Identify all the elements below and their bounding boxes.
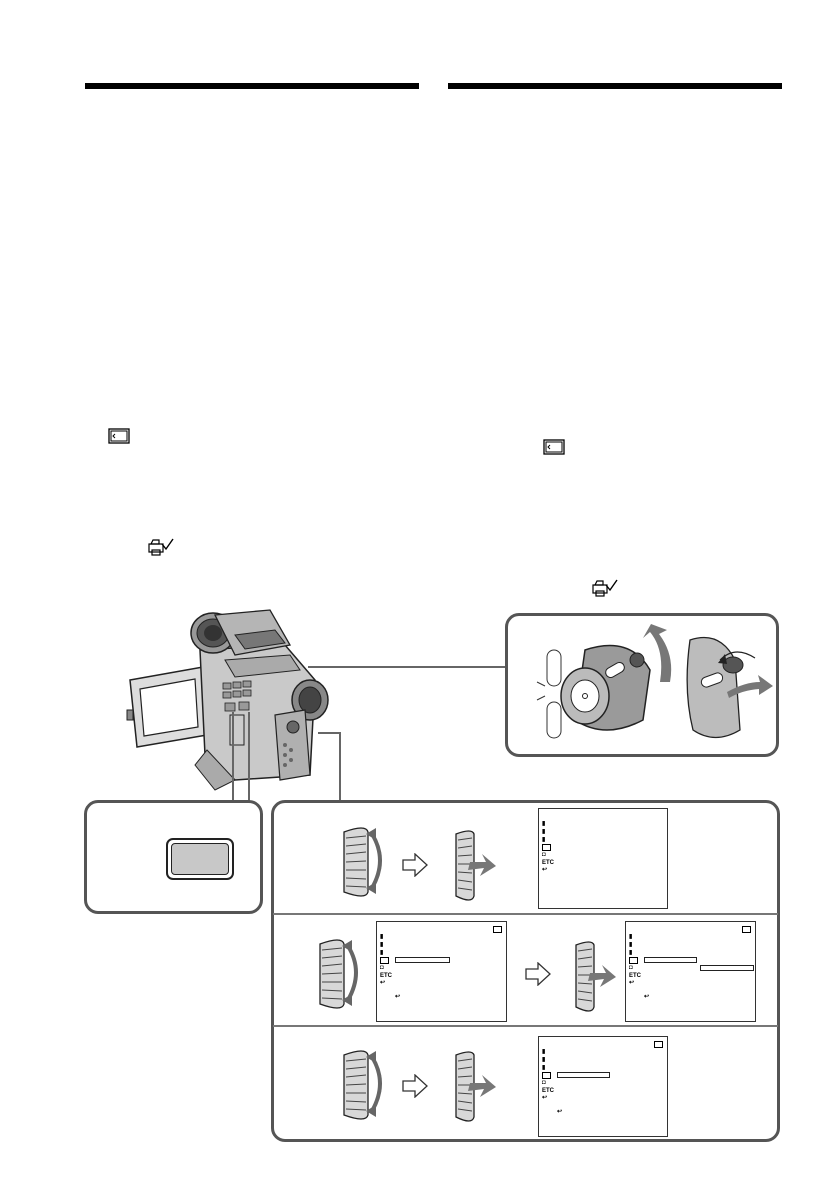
print-mark-icon [148, 538, 174, 556]
step-divider [273, 913, 778, 915]
menu-icon-camera: ▮ [542, 1049, 546, 1055]
menu-icon-tape: ◘ [542, 1080, 546, 1086]
step-divider [273, 1025, 778, 1027]
power-switch-illustration [536, 624, 773, 739]
menu-highlight [395, 957, 450, 963]
menu-icon-camera-set: ▮ [629, 942, 633, 948]
lcd-panel [126, 666, 208, 748]
memory-card-indicator-icon [493, 926, 502, 933]
menu-screen-3: ▮ ▮ ▮ ◘ ETC ↩ ↩ [625, 921, 756, 1022]
menu-screen-4: ▮ ▮ ▮ ◘ ETC ↩ ↩ [538, 1036, 668, 1137]
menu-icon-camera: ▮ [380, 934, 384, 940]
memory-card-indicator-icon [654, 1041, 663, 1048]
menu-icon-memory [380, 957, 389, 964]
control-dial-press [575, 941, 616, 1012]
menu-icon-etc: ETC [629, 973, 641, 979]
menu-icon-etc: ETC [542, 1088, 554, 1094]
menu-icon-camera-set: ▮ [380, 942, 384, 948]
menu-highlight [557, 1072, 610, 1078]
menu-icon-memory [542, 844, 551, 851]
menu-icon-etc: ETC [380, 973, 392, 979]
menu-icon-tape: ◘ [629, 965, 633, 971]
memory-card-icon [543, 439, 565, 455]
menu-icon-etc: ETC [542, 860, 554, 866]
menu-icon-return: ↩ [380, 980, 386, 986]
left-heading-rule [85, 83, 419, 89]
menu-icon-camera-set: ▮ [542, 829, 546, 835]
camcorder-illustration [126, 609, 329, 791]
menu-icon-lcd: ▮ [380, 950, 384, 956]
control-dial-press [455, 830, 496, 901]
menu-icon-tape: ◘ [380, 965, 384, 971]
menu-icon-camera: ▮ [629, 934, 633, 940]
memory-card-indicator-icon [742, 926, 751, 933]
submenu-highlight [700, 965, 754, 971]
menu-icon-camera-set: ▮ [542, 1057, 546, 1063]
menu-return-item: ↩ [644, 994, 650, 1000]
print-mark-icon [592, 579, 618, 597]
control-dial-turn [319, 939, 358, 1009]
menu-icon-return: ↩ [542, 1095, 548, 1101]
menu-return-item: ↩ [395, 994, 401, 1000]
control-dial-turn [343, 827, 382, 897]
menu-highlight [644, 957, 697, 963]
menu-icon-return: ↩ [542, 867, 548, 873]
menu-icon-memory [629, 957, 638, 964]
menu-button[interactable] [166, 838, 234, 880]
control-dial-press [455, 1051, 496, 1122]
next-step-arrow-icon [402, 1074, 428, 1098]
menu-icon-lcd: ▮ [542, 837, 546, 843]
right-heading-rule [448, 83, 782, 89]
menu-screen-2: ▮ ▮ ▮ ◘ ETC ↩ ↩ [376, 921, 507, 1022]
menu-icon-camera: ▮ [542, 821, 546, 827]
menu-return-item: ↩ [557, 1109, 563, 1115]
menu-icon-lcd: ▮ [542, 1065, 546, 1071]
menu-icon-tape: ◘ [542, 852, 546, 858]
menu-icon-lcd: ▮ [629, 950, 633, 956]
menu-screen-1: ▮ ▮ ▮ ◘ ETC ↩ [538, 808, 668, 909]
next-step-arrow-icon [402, 853, 428, 877]
menu-icon-return: ↩ [629, 980, 635, 986]
menu-icon-memory [542, 1072, 551, 1079]
control-dial-turn [343, 1050, 382, 1120]
memory-card-icon [108, 428, 130, 444]
next-step-arrow-icon [525, 962, 551, 986]
